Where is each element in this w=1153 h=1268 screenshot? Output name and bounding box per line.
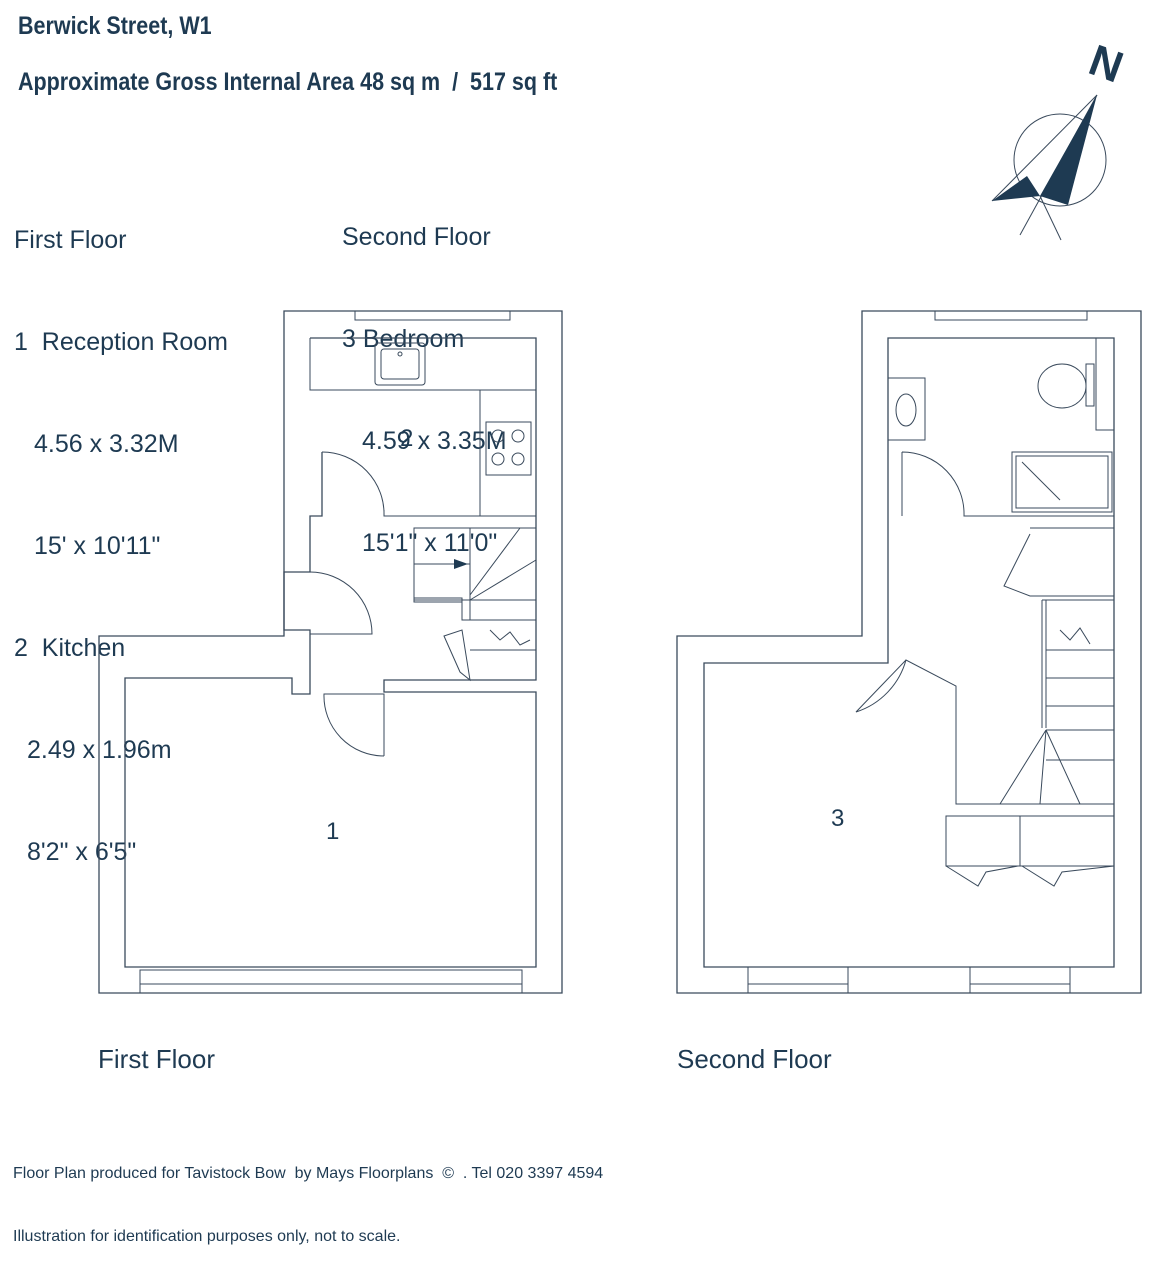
legend-room-1-metric: 4.56 x 3.32M bbox=[34, 430, 179, 458]
room-number-1: 1 bbox=[326, 818, 339, 845]
second-floor-label: Second Floor bbox=[677, 1044, 832, 1074]
compass-north-label: N bbox=[1083, 36, 1130, 93]
gross-area: Approximate Gross Internal Area 48 sq m … bbox=[18, 68, 558, 96]
legend-room-3-name: 3 Bedroom bbox=[342, 325, 465, 353]
legend-room-3-imperial: 15'1" x 11'0" bbox=[362, 529, 498, 557]
footer: Floor Plan produced for Tavistock Bow by… bbox=[13, 1121, 603, 1268]
legend-room-2-metric: 2.49 x 1.96m bbox=[27, 736, 172, 764]
first-floor-plan: 2 1 bbox=[98, 310, 563, 994]
floor-plan-drawing: N bbox=[98, 36, 1142, 994]
property-title: Berwick Street, W1 bbox=[18, 12, 212, 40]
legend-second-floor-heading: Second Floor bbox=[342, 223, 491, 251]
legend-first-floor: First Floor 1 Reception Room 4.56 x 3.32… bbox=[14, 155, 228, 903]
legend-second-floor: Second Floor 3 Bedroom 4.59 x 3.35M 15'1… bbox=[342, 152, 507, 594]
room-number-3: 3 bbox=[831, 805, 844, 832]
legend-room-1-name: 1 Reception Room bbox=[14, 328, 229, 356]
first-floor-label: First Floor bbox=[98, 1044, 215, 1074]
legend-room-1-imperial: 15' x 10'11" bbox=[34, 532, 161, 560]
legend-room-2-imperial: 8'2" x 6'5" bbox=[27, 838, 137, 866]
room-number-2: 2 bbox=[400, 425, 413, 452]
footer-credit: Floor Plan produced for Tavistock Bow by… bbox=[13, 1165, 604, 1182]
second-floor-plan: 3 bbox=[676, 310, 1142, 994]
legend-room-2-name: 2 Kitchen bbox=[14, 634, 126, 662]
legend-first-floor-heading: First Floor bbox=[14, 226, 127, 254]
footer-disclaimer: Illustration for identification purposes… bbox=[13, 1228, 401, 1245]
north-compass-icon: N bbox=[991, 36, 1130, 241]
